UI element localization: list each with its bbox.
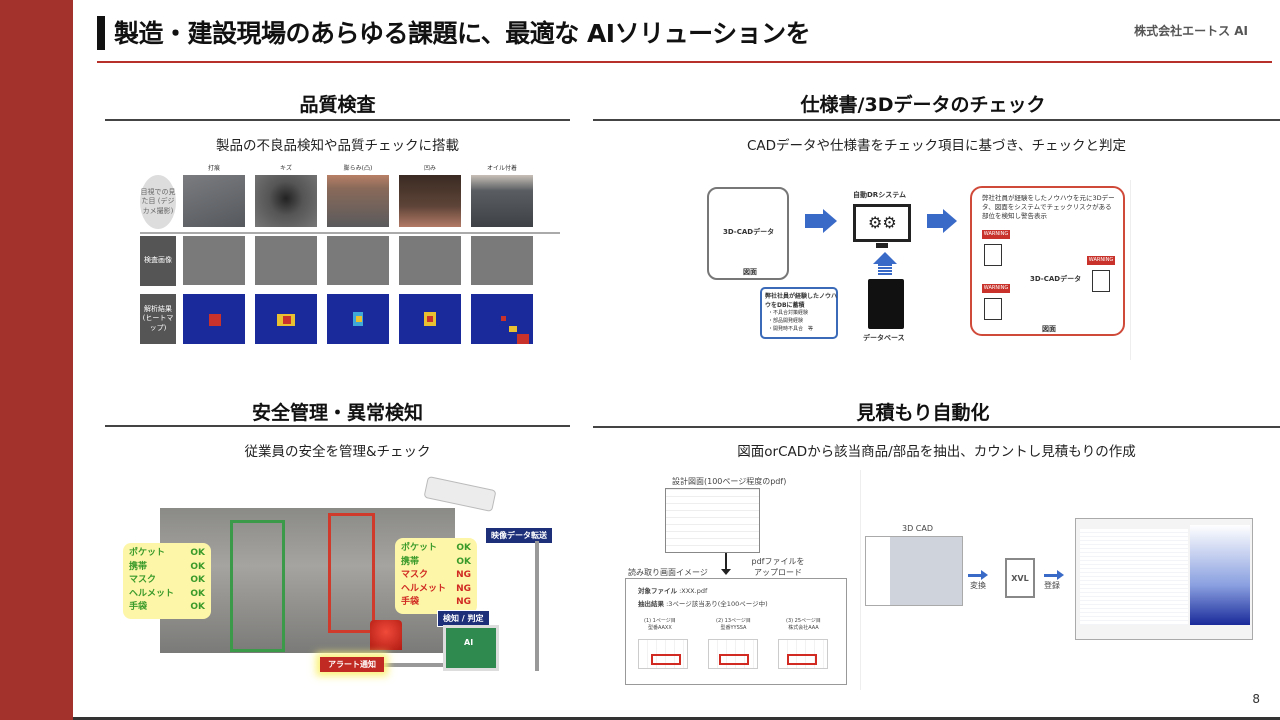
warning-tag: WARNING	[1087, 256, 1115, 265]
heatmap	[471, 294, 533, 344]
row-label-inspection: 検査画像	[140, 236, 176, 286]
heatmap	[183, 294, 245, 344]
estimate-figure: 設計図面(100ページ程度のpdf) pdfファイルをアップロード 読み取り画面…	[620, 470, 1260, 690]
floor-plan-image	[665, 488, 760, 553]
arrow-down-icon	[721, 569, 731, 575]
row-label-heatmap: 解析結果 (ヒートマップ)	[140, 294, 176, 344]
page-title: 製造・建設現場のあらゆる課題に、最適な AIソリューションを	[114, 19, 811, 48]
heatmap	[399, 294, 461, 344]
quality-title: 品質検査	[299, 94, 376, 116]
spec-check-figure: 3D-CADデータ 図面 自動DRシステム ⚙⚙ データベース 弊社社員が経験し…	[705, 182, 1130, 352]
arrow-up-icon	[873, 252, 897, 264]
visual-photo	[255, 175, 317, 227]
alert-tag: アラート通知	[320, 657, 384, 672]
hit-item: (3) 25ページ目株式会社AAA	[786, 618, 821, 631]
arrow-right-icon	[1044, 570, 1064, 580]
quality-rule	[105, 119, 570, 121]
ai-computer-icon: AI	[443, 625, 499, 671]
document-icon	[984, 244, 1002, 266]
arrow-right-icon	[968, 570, 988, 580]
defect-label: 打痕	[207, 165, 220, 172]
company-name: 株式会社エートス AI	[1134, 24, 1248, 38]
document-icon	[984, 298, 1002, 320]
input-box: 3D-CADデータ 図面	[707, 187, 789, 280]
visual-photo	[471, 175, 533, 227]
title-rule	[97, 61, 1272, 63]
defect-label: 膨らみ(凸)	[343, 165, 373, 172]
gear-monitor-icon: ⚙⚙	[853, 204, 911, 242]
knowledge-box: 弊社社員が経験したノウハウをDBに蓄積 ・不具合対策経験 ・部品開発経験 ・開発…	[760, 287, 838, 339]
quality-subtitle: 製品の不良品検知や品質チェックに搭載	[216, 138, 459, 154]
warning-tag: WARNING	[982, 284, 1010, 293]
safety-rule	[105, 425, 570, 427]
estimate-title: 見積もり自動化	[856, 402, 990, 424]
video-transfer-tag: 映像データ転送	[485, 527, 553, 544]
row-label-visual: 目視での見た目 (デジカメ撮影)	[140, 175, 176, 229]
warning-tag: WARNING	[982, 230, 1010, 239]
alert-siren-icon	[370, 620, 402, 650]
read-caption: 読み取り画面イメージ	[628, 568, 708, 577]
title-marker	[97, 16, 105, 50]
heatmap	[327, 294, 389, 344]
inspection-image	[471, 236, 533, 285]
hit-thumbnail	[638, 639, 688, 669]
quality-inspection-figure: 打痕 キズ 膨らみ(凸) 凹み オイル付着 目視での見た目 (デジカメ撮影) 検…	[140, 163, 560, 348]
worker-frame-ng	[328, 513, 375, 633]
security-camera-icon	[423, 475, 497, 513]
safety-subtitle: 従業員の安全を管理&チェック	[244, 444, 431, 460]
worker-frame-ok	[230, 520, 285, 652]
hit-thumbnail	[778, 639, 828, 669]
hit-item: (2) 13ページ目型番YYSSA	[716, 618, 751, 631]
estimate-rule	[593, 426, 1280, 428]
db-label: データベース	[863, 334, 905, 342]
spec-rule	[593, 119, 1280, 121]
cad-window-screenshot	[865, 536, 963, 606]
estimate-subtitle: 図面orCADから該当商品/部品を抽出、カウントし見積もりの作成	[737, 444, 1136, 460]
hit-item: (1) 1ページ目型番AAXX	[644, 618, 676, 631]
inspection-image	[255, 236, 317, 285]
upload-caption: pdfファイルをアップロード	[751, 557, 805, 577]
defect-label: 凹み	[423, 165, 436, 172]
defect-label: オイル付着	[486, 165, 517, 172]
inspection-image	[327, 236, 389, 285]
bottom-border	[73, 717, 1280, 720]
safety-title: 安全管理・異常検知	[251, 402, 423, 424]
sidebar-accent	[0, 0, 73, 720]
cad-label: 3D-CADデータ	[723, 228, 775, 236]
page-number: 8	[1252, 692, 1260, 706]
drawing-label: 図面	[743, 268, 757, 276]
inspection-image	[399, 236, 461, 285]
cad-caption: 3D CAD	[902, 524, 934, 533]
arrow-right-icon	[927, 214, 945, 228]
xvl-app-screenshot	[1075, 518, 1253, 640]
output-box: 弊社社員が経験をしたノウハウを元に3Dデータ、図面をシステムでチェックリスクがあ…	[970, 186, 1125, 336]
defect-label: キズ	[279, 165, 292, 172]
database-server-icon	[868, 279, 904, 329]
visual-photo	[327, 175, 389, 227]
system-label: 自動DRシステム	[853, 191, 906, 199]
heatmap	[255, 294, 317, 344]
visual-photo	[399, 175, 461, 227]
xvl-file-icon: XVL	[1005, 558, 1035, 598]
visual-photo	[183, 175, 245, 227]
arrow-right-icon	[805, 214, 825, 228]
hit-thumbnail	[708, 639, 758, 669]
read-result-panel: 対象ファイル :XXX.pdf 抽出結果 :3ページ該当あり(全100ページ中)…	[625, 578, 847, 685]
row-separator	[140, 232, 560, 234]
plan-caption: 設計図面(100ページ程度のpdf)	[672, 477, 787, 486]
inspection-image	[183, 236, 245, 285]
spec-subtitle: CADデータや仕様書をチェック項目に基づき、チェックと判定	[746, 138, 1127, 154]
document-icon	[1092, 270, 1110, 292]
spec-title: 仕様書/3Dデータのチェック	[800, 94, 1046, 116]
